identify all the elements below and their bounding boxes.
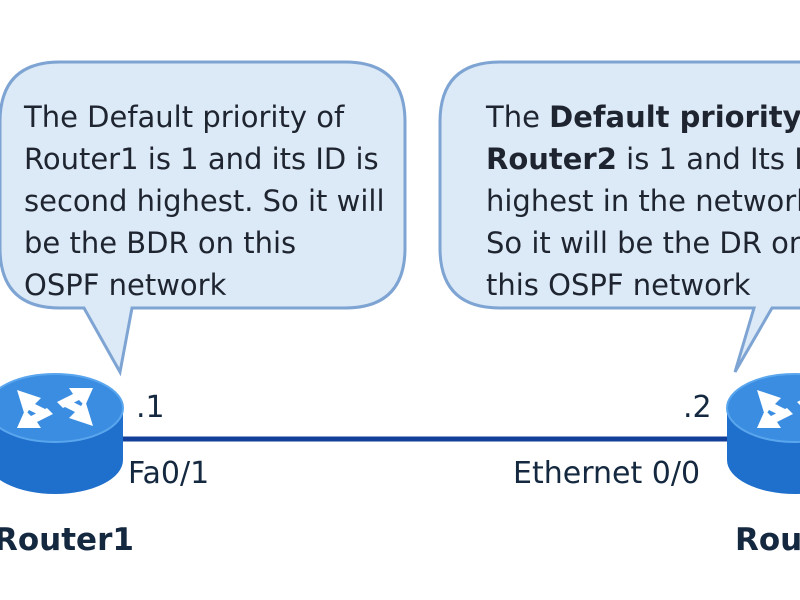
router1-icon: [0, 373, 124, 494]
bubble-left-line: The Default priority of: [24, 100, 345, 134]
bubble-right-line: So it will be the DR on: [486, 226, 800, 260]
router2-ip-label: .2: [683, 390, 712, 425]
bubble-right-text: The Default priority of Router2 is 1 and…: [486, 96, 800, 306]
bubble-right-line: Router2 is 1 and Its ID i: [486, 138, 800, 180]
bubble-left-line: Router1 is 1 and its ID is: [24, 142, 379, 176]
router1-name: Router1: [0, 522, 134, 558]
bubble-right-bold-text: Router2: [486, 142, 617, 176]
bubble-left-line: OSPF network: [24, 268, 227, 302]
bubble-right-bold-text: Default priority: [549, 100, 800, 134]
bubble-left-text: The Default priority of Router1 is 1 and…: [24, 96, 385, 306]
bubble-right-text-span: is 1 and Its ID i: [626, 142, 800, 176]
router2-arrows-icon: [757, 390, 800, 428]
speech-bubble-right: [438, 60, 800, 373]
bubble-right-line: The Default priority of: [486, 96, 800, 138]
bubble-left-line: be the BDR on this: [24, 226, 297, 260]
router2-name: Rout: [735, 522, 800, 558]
router1-interface-label: Fa0/1: [128, 456, 210, 491]
speech-bubble-left: [0, 60, 407, 377]
bubble-left-line: second highest. So it will: [24, 184, 385, 218]
router2-interface-label: Ethernet 0/0: [513, 456, 701, 491]
router1-ip-label: .1: [136, 390, 165, 425]
router2-icon: [726, 373, 800, 494]
router1-arrows-icon: [17, 388, 93, 428]
bubble-right-line: this OSPF network: [486, 268, 751, 302]
bubble-right-line: highest in the network: [486, 184, 800, 218]
bubble-right-text-span: The: [486, 100, 550, 134]
